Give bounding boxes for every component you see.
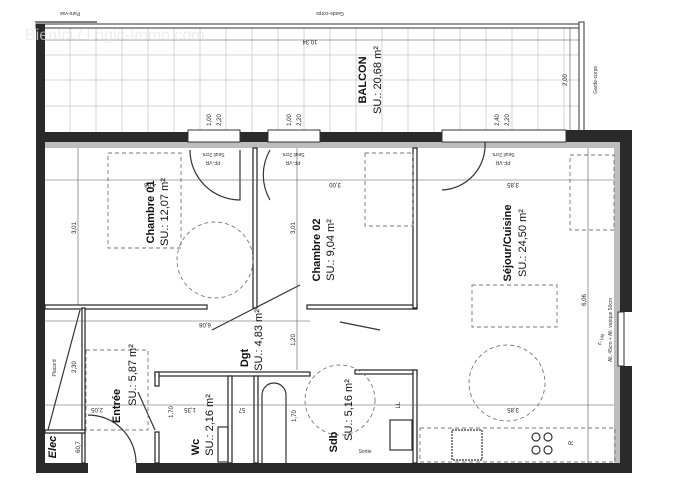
dim-wc-depth: 1,70 (169, 406, 175, 418)
dim-elec: 60,7 (76, 441, 82, 453)
garde-corps-label-right: Garde-corps (593, 66, 599, 94)
seuil-label: Seuil 2cm. (281, 151, 304, 157)
dim-gap: 57 (238, 406, 245, 412)
room-area-wc: SU.: 2,16 m² (204, 394, 216, 456)
dim-ch1-depth: 3,01 (72, 222, 78, 234)
dim-sejour-depth: 6,06 (582, 294, 588, 306)
dim-sejour-width-bottom: 3,85 (507, 406, 519, 412)
room-name-placard: Placard (52, 359, 58, 376)
dim-door1-w: 1,00 (207, 114, 213, 126)
dim-balcony-width: 10,34 (302, 38, 318, 44)
partitions (44, 147, 418, 464)
pf-vr-label: PF-VR (285, 159, 300, 165)
r-label: R (569, 440, 575, 445)
pf-vr-label: PF-VR (495, 159, 510, 165)
walls (36, 24, 632, 473)
dim-placard: 2,30 (72, 361, 78, 373)
dim-sejour-width-top: 3,85 (507, 181, 519, 187)
furniture (85, 152, 616, 463)
dimension-lines (45, 28, 614, 463)
watermark: BienIci / Logic-Immo.com (25, 27, 205, 44)
window (187, 129, 241, 143)
ll-label: LL (396, 401, 402, 408)
dim-door2-h: 2,20 (297, 114, 303, 126)
dim-ch2-depth: 3,01 (291, 222, 297, 234)
room-name-sdb: Sdb (328, 431, 340, 452)
room-name-sejour: Séjour/Cuisine (502, 204, 514, 281)
pf-vr-label: PF-VR (205, 159, 220, 165)
dim-dgt-depth: 1,20 (291, 334, 297, 346)
dim-door1-h: 2,20 (217, 114, 223, 126)
dim-wc-width: 1,35 (184, 406, 196, 412)
sortie-label: Sortie (358, 449, 371, 455)
dim-door3-w: 2,40 (495, 114, 501, 126)
room-area-sejour: SU.: 24,50 m² (517, 209, 529, 277)
dim-sdb-depth: 1,70 (292, 410, 298, 422)
room-area-sdb: SU.: 5,16 m² (343, 379, 355, 441)
room-name-balcon: BALCON (357, 56, 369, 103)
room-name-elec: Elec (47, 436, 59, 459)
seuil-label: Seuil 2cm. (201, 151, 224, 157)
room-area-dgt: SU.: 4,83 m² (253, 309, 265, 371)
dim-door3-h: 2,20 (505, 114, 511, 126)
room-name-wc: Wc (190, 439, 202, 456)
dim-balcony-depth: 2,00 (563, 74, 569, 86)
doors (47, 141, 486, 464)
window (267, 129, 321, 143)
room-name-dgt: Dgt (239, 349, 251, 368)
room-area-entree: SU.: 5,87 m² (127, 344, 139, 406)
room-area-balcon: SU.: 20,68 m² (372, 46, 384, 114)
dim-entree: 2,05 (91, 406, 103, 412)
dim-corridor: 6,08 (199, 321, 211, 327)
dim-door2-w: 1,00 (287, 114, 293, 126)
balcony-tiles (45, 28, 580, 132)
allege-label: All. 45cm + All. vasque 50cm (608, 298, 614, 362)
pare-vue-label: Pare-vue (60, 10, 81, 16)
dim-ch2-width: 3,00 (329, 181, 341, 187)
window (441, 129, 567, 143)
room-area-chambre01: SU.: 12,07 m² (159, 178, 171, 246)
room-name-chambre02: Chambre 02 (311, 219, 323, 282)
garde-corps-rail-right (578, 21, 585, 133)
room-name-entree: Entrée (111, 389, 123, 423)
garde-corps-label: Garde-corps (316, 10, 344, 16)
f-vr-label: F-VR (597, 333, 607, 346)
dim-ch1-width: 4,08 (144, 181, 156, 187)
room-area-chambre02: SU.: 9,04 m² (325, 219, 337, 281)
window (617, 311, 625, 367)
seuil-label: Seuil 2cm. (491, 151, 514, 157)
room-name-chambre01: Chambre 01 (145, 181, 157, 244)
